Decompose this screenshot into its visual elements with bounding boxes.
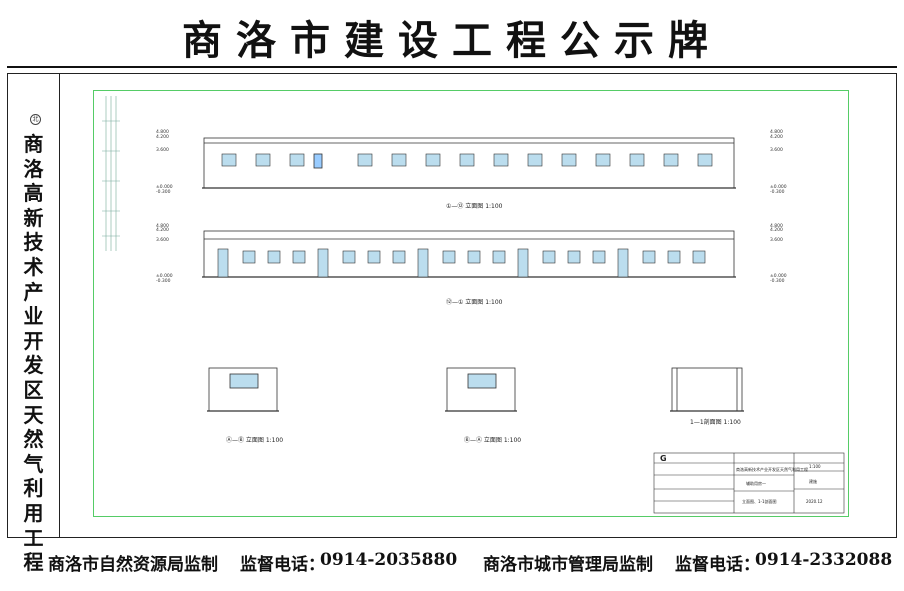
title-block-discipline: 建施 <box>809 478 817 484</box>
level-mark: 4.200 <box>156 227 169 233</box>
board-frame <box>7 73 897 538</box>
view-label: ①—⑫ 立面图 1:100 <box>446 202 503 210</box>
view-label: Ⓐ—Ⓑ 立面图 1:100 <box>226 436 283 444</box>
title-block-drawing-name: 立面图、1-1剖面图 <box>742 498 777 504</box>
window <box>357 153 373 167</box>
elevation-1-12 <box>202 137 736 189</box>
view-label: Ⓑ—Ⓐ 立面图 1:100 <box>464 436 521 444</box>
footer-bar: 商洛市自然资源局监制 监督电话： 0914-2035880 商洛市城市管理局监制… <box>0 544 904 584</box>
drawing-sheet: ①—⑫ 立面图 1:100 ⑫—① 立面图 1:100 Ⓐ—Ⓑ 立面图 1:10… <box>93 90 849 517</box>
door <box>617 248 629 278</box>
window <box>592 250 606 264</box>
window <box>567 250 581 264</box>
level-mark: -0.300 <box>770 189 785 195</box>
footer-right-org: 商洛市城市管理局监制 <box>483 555 653 575</box>
project-sidebar: 北 商洛高新技术产业开发区天然气利用工程 <box>8 74 60 574</box>
window <box>442 250 456 264</box>
footer-left-phone-label: 监督电话： <box>240 555 325 575</box>
title-block-scale: 1:100 <box>809 464 821 469</box>
window <box>267 250 281 264</box>
door <box>317 248 329 278</box>
window <box>425 153 441 167</box>
level-mark: 3.600 <box>156 237 169 243</box>
door <box>417 248 429 278</box>
elevation-drawing: ①—⑫ 立面图 1:100 ⑫—① 立面图 1:100 Ⓐ—Ⓑ 立面图 1:10… <box>102 96 845 514</box>
door <box>517 248 529 278</box>
north-arrow-icon: 北 <box>30 114 41 125</box>
window <box>221 153 237 167</box>
window <box>642 250 656 264</box>
footer-right-phone: 0914-2332088 <box>755 550 893 570</box>
level-mark: 3.600 <box>770 147 783 153</box>
window <box>459 153 475 167</box>
window <box>289 153 305 167</box>
elevation-b-a <box>445 367 517 412</box>
level-mark: -0.300 <box>770 278 785 284</box>
project-name-vertical: 商洛高新技术产业开发区天然气利用工程 <box>23 132 44 575</box>
title-block-item: 辅助用房一 <box>746 480 766 486</box>
level-mark: -0.300 <box>156 189 171 195</box>
level-mark: 4.200 <box>770 227 783 233</box>
window <box>493 153 509 167</box>
level-mark: 3.600 <box>770 237 783 243</box>
elevation-12-1 <box>202 230 736 278</box>
footer-left-org: 商洛市自然资源局监制 <box>48 555 218 575</box>
window <box>467 250 481 264</box>
level-mark: 4.800 <box>156 223 169 229</box>
title-divider <box>7 66 897 68</box>
level-mark: 4.800 <box>770 223 783 229</box>
window <box>527 153 543 167</box>
level-mark: 3.600 <box>156 147 169 153</box>
window <box>255 153 271 167</box>
level-mark: ±0.000 <box>770 273 787 279</box>
window <box>391 153 407 167</box>
footer-left-phone: 0914-2035880 <box>320 550 458 570</box>
title-block-date: 2020.12 <box>806 499 823 504</box>
window <box>595 153 611 167</box>
footer-right-phone-label: 监督电话： <box>675 555 760 575</box>
level-mark: 4.200 <box>770 134 783 140</box>
level-mark: 4.800 <box>156 129 169 135</box>
level-mark: 4.800 <box>770 129 783 135</box>
window <box>629 153 645 167</box>
level-mark: ±0.000 <box>156 184 173 190</box>
view-label: ⑫—① 立面图 1:100 <box>446 298 503 306</box>
window <box>242 250 256 264</box>
window <box>663 153 679 167</box>
window <box>667 250 681 264</box>
window <box>561 153 577 167</box>
window <box>492 250 506 264</box>
level-mark: ±0.000 <box>156 273 173 279</box>
window <box>342 250 356 264</box>
view-label: 1—1剖面图 1:100 <box>690 418 741 426</box>
level-mark: -0.300 <box>156 278 171 284</box>
door <box>217 248 229 278</box>
window <box>692 250 706 264</box>
window <box>392 250 406 264</box>
title-block-logo: G <box>660 454 667 463</box>
elevation-a-b <box>207 367 279 412</box>
page-title: 商洛市建设工程公示牌 <box>182 17 722 64</box>
window <box>542 250 556 264</box>
window <box>292 250 306 264</box>
title-block <box>653 452 845 514</box>
title-block-project: 商洛高新技术产业开发区天然气利用工程 <box>736 466 808 472</box>
level-mark: ±0.000 <box>770 184 787 190</box>
window <box>697 153 713 167</box>
section-1-1 <box>670 367 744 412</box>
window <box>367 250 381 264</box>
level-mark: 4.200 <box>156 134 169 140</box>
